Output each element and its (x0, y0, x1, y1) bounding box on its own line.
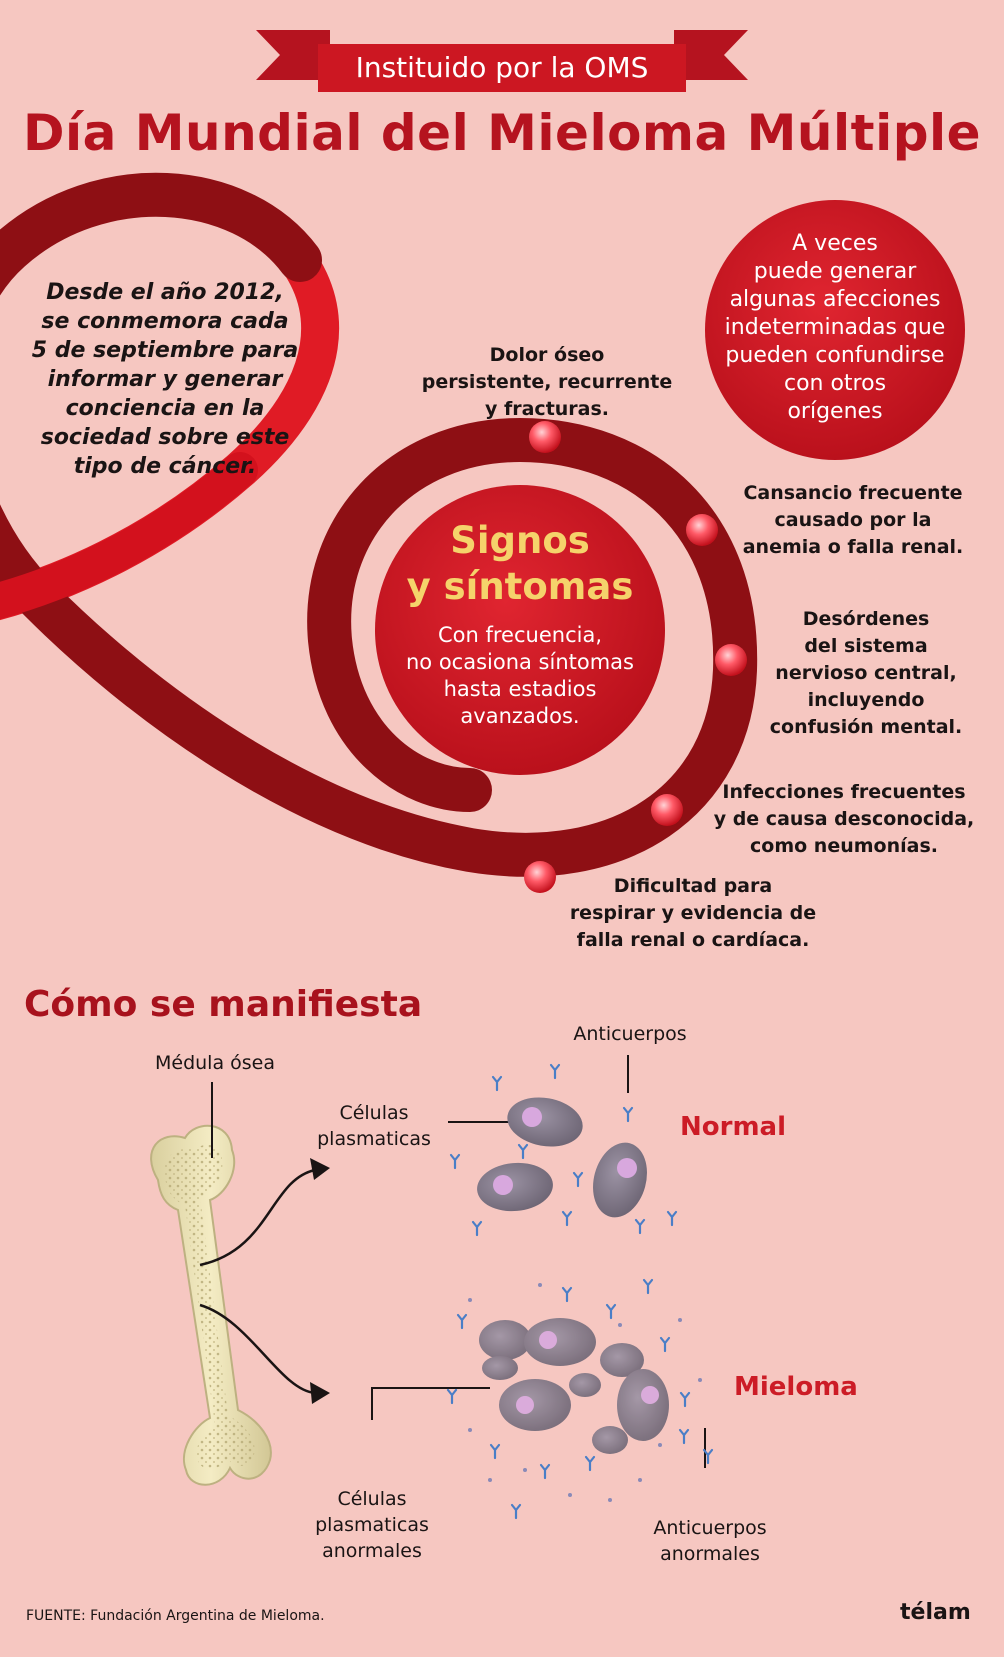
symptom-line: respirar y evidencia de (569, 902, 817, 924)
symptom-dot (524, 861, 556, 893)
symptoms-subtitle-line: avanzados. (460, 704, 580, 728)
symptom-dot (715, 644, 747, 676)
label-line: plasmaticas (317, 1128, 431, 1150)
intro-text: Desde el año 2012, se conmemora cada 5 d… (20, 278, 310, 481)
plasma-cells-label: Células plasmaticas (300, 1100, 448, 1152)
symptom-line: Dificultad para (613, 875, 773, 897)
symptom-dot (686, 514, 718, 546)
intro-line: se conmemora cada (41, 309, 289, 334)
symptom-dot (529, 421, 561, 453)
symptom-dot (651, 794, 683, 826)
intro-line: conciencia en la (65, 396, 265, 421)
symptom-fatigue: Cansancio frecuente causado por la anemi… (718, 480, 988, 561)
intro-line: Desde el año 2012, (46, 280, 284, 305)
symptom-line: Cansancio frecuente (743, 482, 963, 504)
antibodies (446, 1063, 714, 1520)
intro-line: sociedad sobre este (40, 425, 290, 450)
label-line: Anticuerpos (653, 1517, 767, 1539)
symptom-line: del sistema (804, 635, 928, 657)
symptoms-title-line: y síntomas (406, 565, 634, 608)
symptom-nervous-system: Desórdenes del sistema nervioso central,… (750, 606, 982, 741)
banner-label: Instituido por la OMS (355, 51, 649, 84)
bone-marrow-label: Médula ósea (154, 1052, 275, 1074)
abnormal-antibodies-label: Anticuerpos anormales (625, 1515, 795, 1567)
bubble-line: pueden confundirse (725, 343, 945, 368)
awareness-ribbon (0, 172, 758, 877)
page-title: Día Mundial del Mieloma Múltiple (22, 104, 982, 162)
symptom-line: y fracturas. (484, 398, 610, 420)
symptom-line: confusión mental. (769, 716, 963, 738)
symptoms-subtitle: Con frecuencia, no ocasiona síntomas has… (370, 622, 670, 730)
symptom-line: y de causa desconocida, (713, 808, 975, 830)
connectors (199, 1055, 706, 1468)
symptoms-subtitle-line: no ocasiona síntomas (405, 650, 634, 674)
symptom-line: anemia o falla renal. (742, 536, 964, 558)
arrow-head (310, 1158, 330, 1180)
banner-ribbon (256, 30, 748, 92)
label-line: plasmaticas (315, 1514, 429, 1536)
symptom-line: incluyendo (807, 689, 925, 711)
symptom-line: Dolor óseo (489, 344, 605, 366)
symptom-line: causado por la (774, 509, 932, 531)
info-bubble (705, 200, 965, 460)
source-note: FUENTE: Fundación Argentina de Mieloma. (26, 1608, 325, 1624)
bone-illustration (150, 1124, 272, 1486)
bubble-line: orígenes (787, 399, 883, 424)
abnormal-cells-label: Células plasmaticas anormales (296, 1486, 448, 1564)
antibodies-label: Anticuerpos (573, 1023, 687, 1045)
bubble-line: puede generar (753, 259, 917, 284)
intro-line: informar y generar (47, 367, 283, 392)
symptom-line: falla renal o cardíaca. (576, 929, 810, 951)
myeloma-cells (479, 1318, 669, 1454)
normal-cells (477, 1097, 647, 1218)
bubble-line: A veces (792, 231, 878, 256)
telam-logo: télam (900, 1600, 971, 1625)
symptom-line: nervioso central, (775, 662, 957, 684)
arrow-head (310, 1382, 330, 1404)
label-line: anormales (322, 1540, 422, 1562)
bubble-line: indeterminadas que (724, 315, 946, 340)
bubble-line: algunas afecciones (729, 287, 941, 312)
symptoms-circle (375, 485, 665, 775)
symptoms-title-line: Signos (450, 519, 590, 562)
normal-label: Normal (680, 1112, 786, 1142)
label-line: Células (339, 1102, 409, 1124)
section-title: Cómo se manifiesta (24, 984, 423, 1025)
symptom-infections: Infecciones frecuentes y de causa descon… (698, 779, 990, 860)
label-line: anormales (660, 1543, 760, 1565)
symptom-line: persistente, recurrente (421, 371, 673, 393)
antibody-fragments (468, 1283, 702, 1502)
symptoms-subtitle-line: hasta estadios (443, 677, 597, 701)
bubble-text: A veces puede generar algunas afecciones… (700, 230, 970, 426)
intro-line: 5 de septiembre para (31, 338, 299, 363)
symptom-bone-pain: Dolor óseo persistente, recurrente y fra… (412, 342, 682, 423)
symptom-line: como neumonías. (750, 835, 938, 857)
bubble-line: con otros (783, 371, 887, 396)
symptom-line: Desórdenes (802, 608, 930, 630)
symptom-line: Infecciones frecuentes (722, 781, 966, 803)
label-line: Células (337, 1488, 407, 1510)
myeloma-label: Mieloma (734, 1372, 858, 1402)
symptoms-subtitle-line: Con frecuencia, (438, 623, 602, 647)
symptom-breathing: Dificultad para respirar y evidencia de … (548, 873, 838, 954)
intro-line: tipo de cáncer. (73, 454, 257, 479)
symptoms-title: Signos y síntomas (370, 518, 670, 610)
